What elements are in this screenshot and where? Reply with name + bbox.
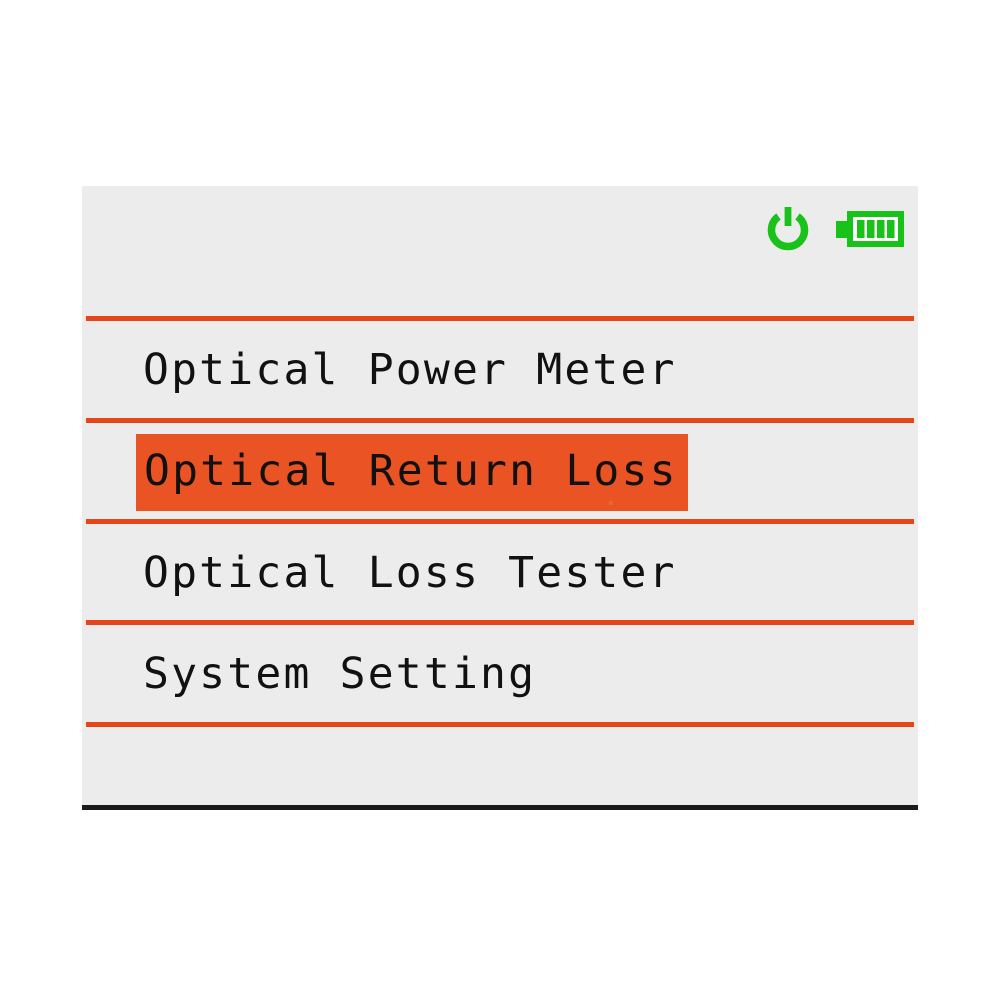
pixel-artifact [609,501,613,505]
status-bar [82,186,918,316]
separator-rule-3 [86,519,914,524]
menu-item-label: Optical Return Loss [136,433,688,511]
separator-rule-1 [86,316,914,321]
power-icon [766,206,810,252]
menu-item-optical-power-meter[interactable]: Optical Power Meter [82,322,918,418]
menu-item-label: Optical Power Meter [143,344,677,395]
separator-rule-4 [86,620,914,625]
battery-icon [836,209,906,249]
separator-rule-2 [86,418,914,423]
menu-item-optical-return-loss[interactable]: Optical Return Loss [82,424,918,520]
device-bottom-bezel [82,805,918,810]
menu-item-label: System Setting [143,648,537,699]
menu-item-label: Optical Loss Tester [143,547,677,598]
menu-item-optical-loss-tester[interactable]: Optical Loss Tester [82,525,918,621]
menu-item-system-setting[interactable]: System Setting [82,626,918,722]
separator-rule-5 [86,722,914,727]
device-lcd-panel: Optical Power Meter Optical Return Loss … [82,186,918,808]
status-icon-group [766,206,906,252]
